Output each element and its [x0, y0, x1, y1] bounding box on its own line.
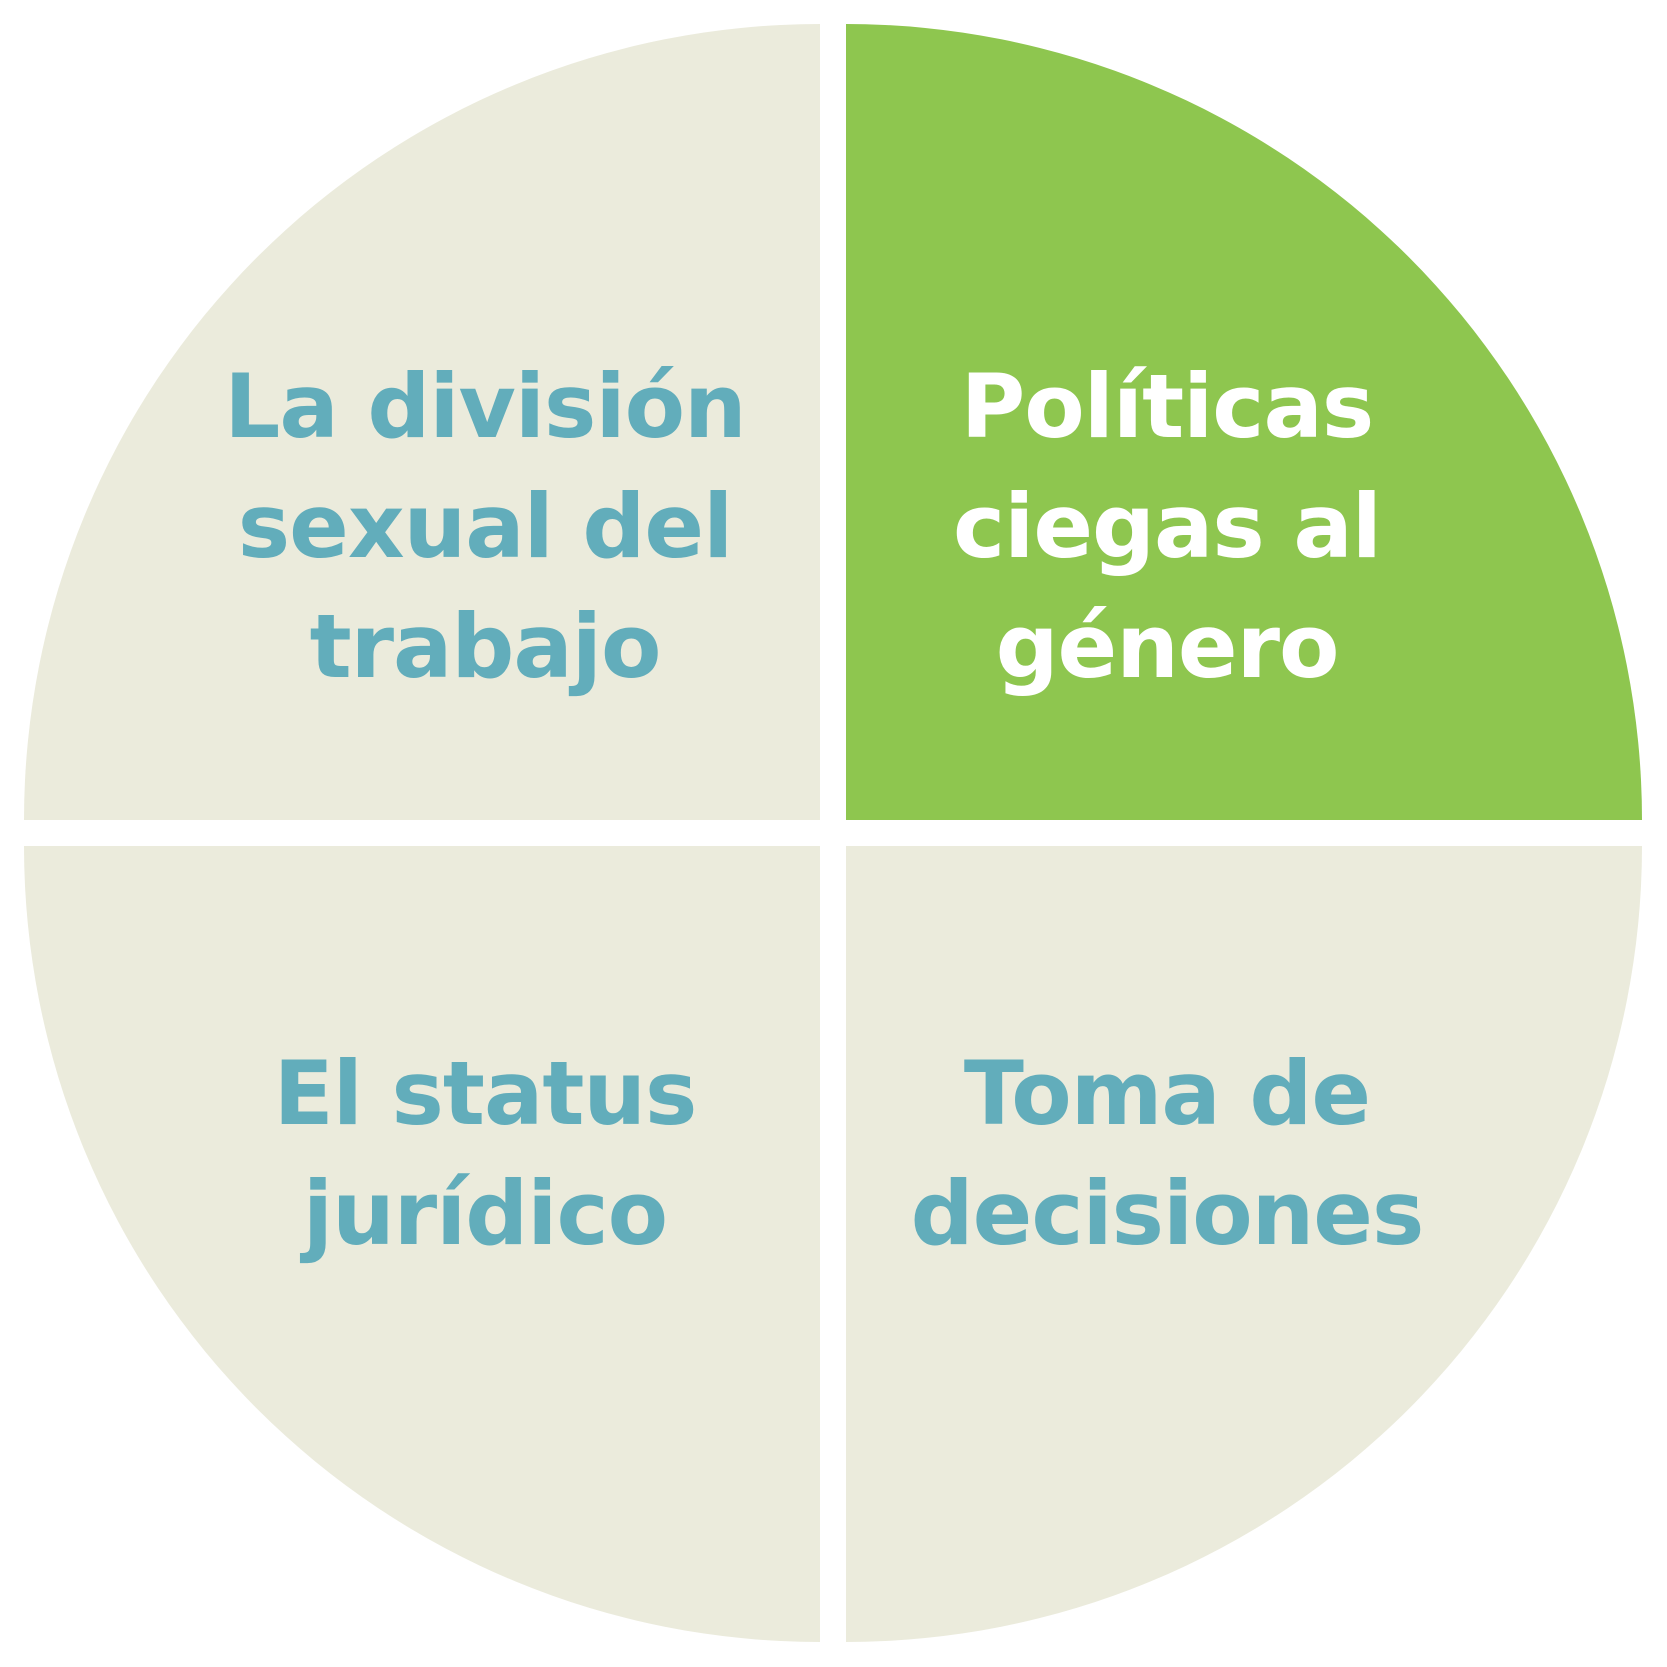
label-top-right-line-1: Políticas — [961, 355, 1373, 458]
label-bottom-right: Toma de decisiones — [911, 1042, 1425, 1265]
label-top-right: Políticas ciegas al género — [953, 355, 1382, 698]
label-top-right-line-2: ciegas al — [953, 475, 1381, 578]
label-bottom-left-line-1: El status — [274, 1042, 697, 1145]
label-bottom-right-line-2: decisiones — [911, 1162, 1424, 1265]
label-bottom-left-line-2: jurídico — [300, 1162, 667, 1265]
quadrant-top-right — [846, 24, 1642, 820]
label-bottom-left: El status jurídico — [274, 1042, 698, 1265]
quadrant-top-left — [24, 24, 820, 820]
label-top-left-line-1: La división — [224, 355, 745, 458]
label-bottom-right-line-1: Toma de — [964, 1042, 1370, 1145]
quadrant-bottom-left — [24, 846, 820, 1642]
label-top-right-line-3: género — [996, 595, 1339, 698]
quadrant-bottom-right — [846, 846, 1642, 1642]
label-top-left-line-3: trabajo — [310, 595, 661, 698]
label-top-left: La división sexual del trabajo — [224, 355, 746, 698]
label-top-left-line-2: sexual del — [238, 475, 733, 578]
